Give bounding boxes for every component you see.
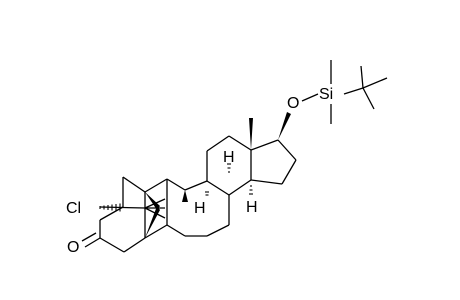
ketone-oxygen-label: O [67, 239, 79, 256]
ring-d-bonds [250, 139, 297, 185]
silicon-label: Si [319, 86, 333, 103]
ring-b-bonds [144, 178, 230, 239]
ring-c-bonds [206, 135, 252, 196]
hydrogen-c9-label: H [194, 200, 206, 217]
stereo-h-bonds [182, 163, 253, 202]
ketone-bond [81, 232, 101, 248]
hydrogen-c8-label: H [223, 149, 235, 166]
silyl-ether-bonds [301, 60, 388, 124]
ether-oxygen-label: O [287, 95, 299, 112]
hashed-wedge-cl [99, 203, 121, 212]
hydrogen-c14-label: H [246, 199, 258, 216]
chlorine-label: Cl [66, 200, 81, 217]
stereo-wedges [249, 112, 291, 150]
cyclopropane-bridge [99, 192, 166, 238]
ring-a-bonds [99, 176, 146, 253]
